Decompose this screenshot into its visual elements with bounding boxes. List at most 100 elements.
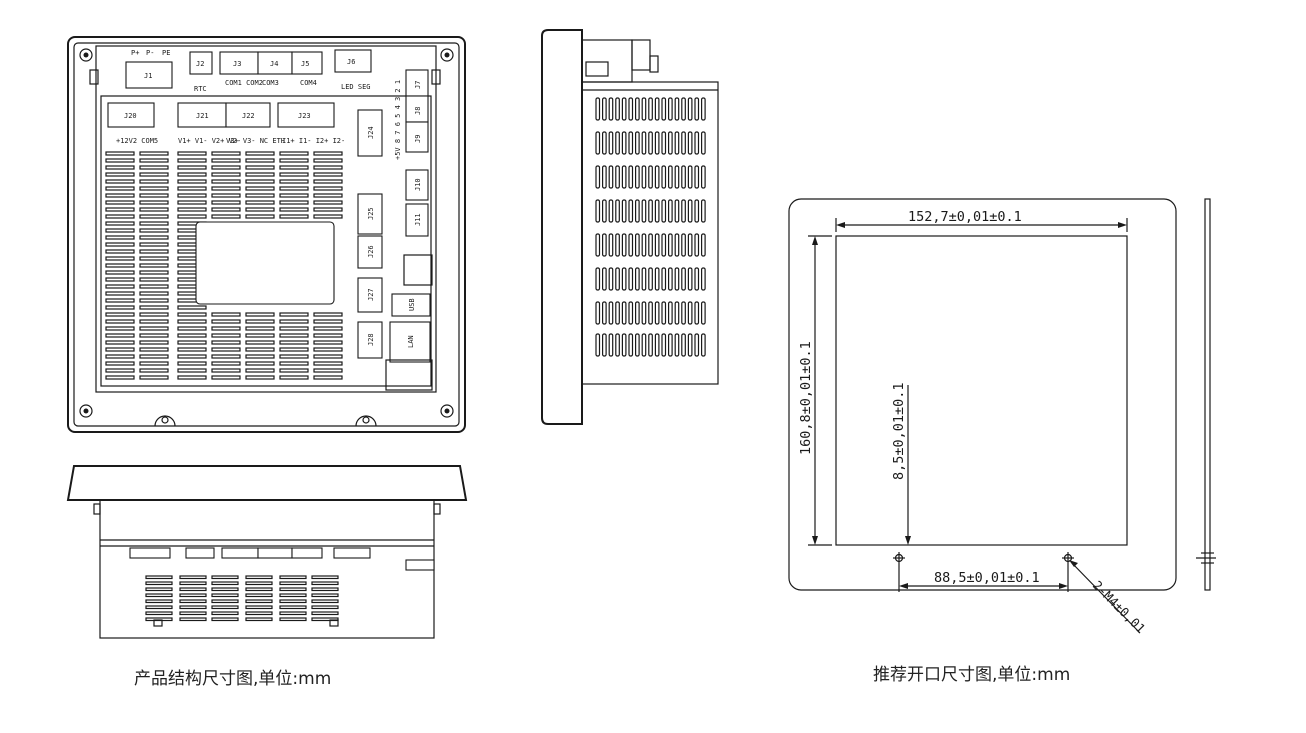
vent-slot (179, 581, 207, 586)
side-vent-grid (595, 97, 706, 357)
vent-slot (648, 233, 653, 257)
vent-slot (681, 333, 686, 357)
vent-slot (105, 326, 135, 331)
vent-slot (279, 326, 309, 331)
vent-slot (145, 575, 173, 580)
vent-slot (245, 361, 275, 366)
vent-slot (681, 97, 686, 121)
connector-j26 (357, 235, 383, 269)
vent-slot (139, 214, 169, 219)
vent-slot (311, 599, 339, 604)
vent-slot (105, 368, 135, 373)
vent-slot (687, 97, 693, 121)
power-label-p-minus: P- (146, 49, 154, 57)
connector-j5 (291, 51, 323, 75)
vent-slot (311, 581, 339, 586)
bottom-foot-right (329, 619, 339, 627)
vent-slot (245, 312, 275, 317)
vent-slot (608, 267, 614, 291)
vent-slot (628, 97, 634, 121)
connector-j22 (225, 102, 271, 128)
vent-slot (313, 347, 343, 352)
connector-j9-label: J9 (414, 135, 422, 143)
front-bezel-outer (67, 36, 466, 433)
vent-slot (700, 131, 706, 155)
vent-slot (179, 587, 207, 592)
vent-slot (700, 301, 706, 325)
vent-slot (674, 267, 680, 291)
vent-slot (139, 375, 169, 380)
vent-slot (245, 354, 275, 359)
vent-slot (595, 199, 601, 223)
vent-slot (311, 611, 339, 616)
vent-slot (601, 267, 607, 291)
vent-slot (654, 233, 660, 257)
connector-j22-label: J22 (242, 112, 255, 120)
connector-j2-sub: RTC (194, 85, 207, 93)
connector-j23-sub: I1+ I1- I2+ I2- (282, 137, 345, 145)
connector-j1-label: J1 (144, 72, 152, 80)
bottom-connector (129, 547, 171, 559)
vent-slot (245, 193, 275, 198)
vent-slot (177, 312, 207, 317)
vent-slot (279, 207, 309, 212)
vent-slot (654, 199, 660, 223)
vent-slot (674, 301, 680, 325)
connector-j6-label: J6 (347, 58, 355, 66)
vent-slot (105, 200, 135, 205)
vent-slot (105, 375, 135, 380)
vent-slot (245, 186, 275, 191)
center-label-plate (195, 221, 335, 305)
product-side-view (541, 29, 719, 425)
vent-slot (667, 333, 673, 357)
vent-slot (313, 361, 343, 366)
vent-slot (105, 158, 135, 163)
vent-slot (245, 333, 275, 338)
vent-slot (105, 263, 135, 268)
vent-slot (105, 207, 135, 212)
connector-j20-label: J20 (124, 112, 137, 120)
vent-slot (211, 319, 241, 324)
vent-slot (615, 301, 620, 325)
vent-slot (139, 228, 169, 233)
vent-slot (139, 312, 169, 317)
connector-j27 (357, 277, 383, 313)
vent-slot (279, 617, 307, 622)
vent-slot (211, 368, 241, 373)
vent-slot (177, 172, 207, 177)
connector-j25 (357, 193, 383, 235)
vent-slot (279, 214, 309, 219)
vent-slot (654, 267, 660, 291)
vent-slot (279, 165, 309, 170)
vent-slot (139, 361, 169, 366)
vent-slot (211, 214, 241, 219)
vent-slot (641, 199, 647, 223)
vent-slot (105, 291, 135, 296)
vent-slot (654, 165, 660, 189)
vent-slot (211, 361, 241, 366)
vent-slot (634, 267, 640, 291)
cutout-panel-outline (788, 198, 1177, 591)
connector-lan (389, 321, 431, 363)
bottom-tab-right (355, 415, 377, 427)
vent-slot (211, 605, 239, 610)
caption-product-dimensions: 产品结构尺寸图,单位:mm (134, 669, 331, 689)
vent-slot (139, 249, 169, 254)
vent-slot (687, 301, 693, 325)
vent-slot (279, 186, 309, 191)
vent-slot (313, 326, 343, 331)
connector-j6-sub: LED SEG (341, 83, 371, 91)
vent-slot (700, 333, 706, 357)
connector-frame (403, 254, 433, 286)
vent-slot (313, 193, 343, 198)
vent-slot (179, 599, 207, 604)
vent-slot (700, 165, 706, 189)
connector-j9 (405, 121, 429, 153)
vent-slot (139, 319, 169, 324)
vent-slot (245, 375, 275, 380)
vent-slot (654, 333, 660, 357)
front-vent-grid (105, 151, 343, 380)
vent-slot (245, 368, 275, 373)
vent-slot (139, 263, 169, 268)
vent-slot (245, 599, 273, 604)
